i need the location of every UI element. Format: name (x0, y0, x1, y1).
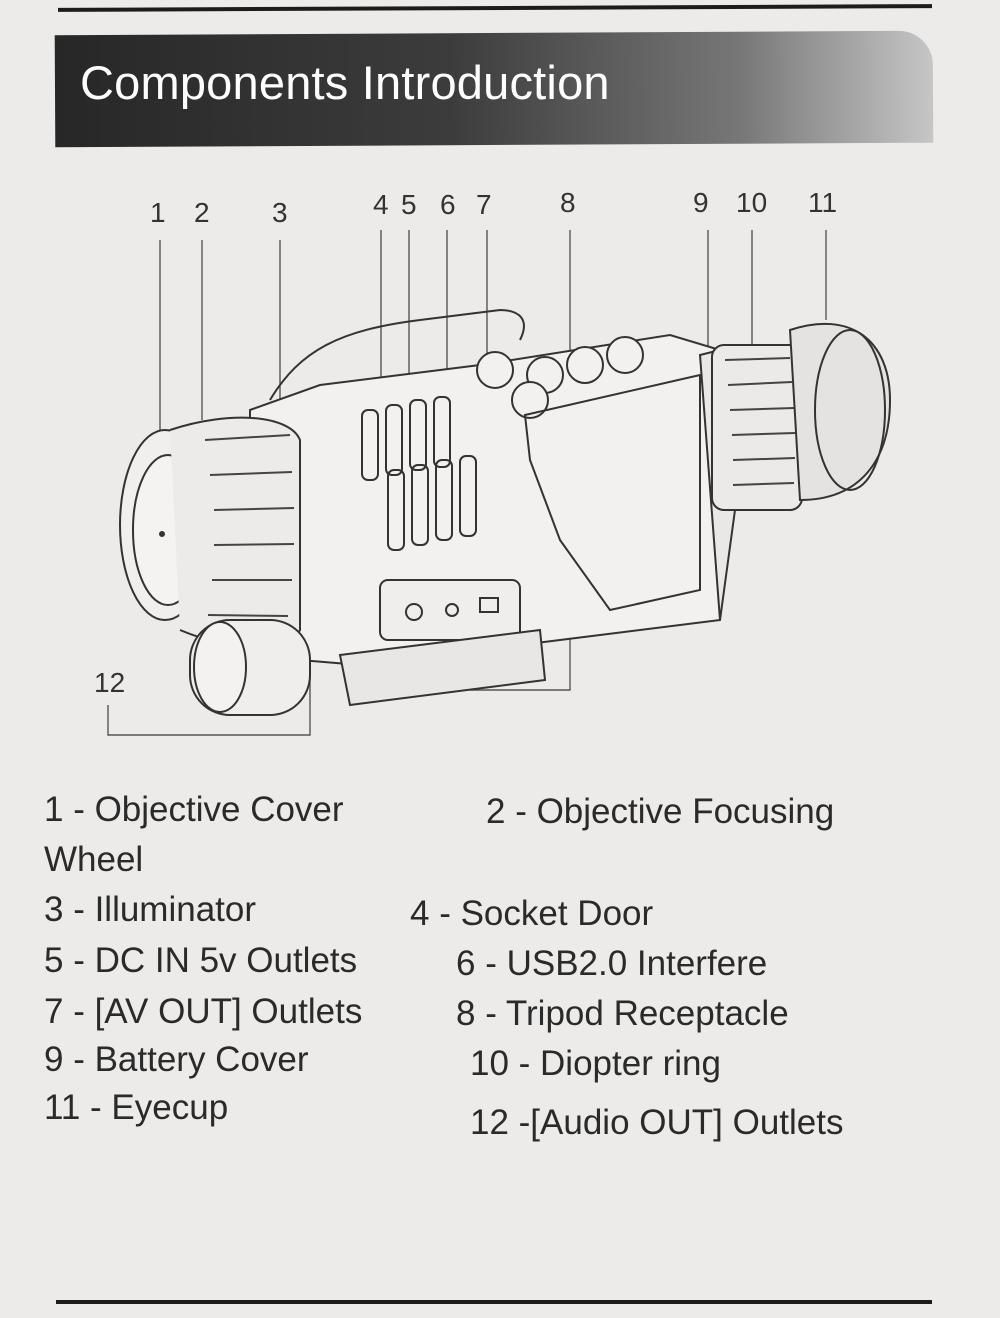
callout-11: 11 (808, 187, 837, 218)
legend-item-4: 4 - Socket Door (410, 894, 654, 933)
callout-6: 6 (440, 189, 456, 220)
legend-item-2: 2 - Objective Focusing (486, 792, 835, 831)
legend-item-9: 9 - Battery Cover (44, 1040, 309, 1079)
top-rule (57, 4, 933, 12)
legend-item-8: 8 - Tripod Receptacle (456, 994, 789, 1033)
monocular-diagram: 1 2 3 4 5 6 7 8 9 10 11 12 (94, 187, 892, 736)
legend-item-10: 10 - Diopter ring (470, 1044, 721, 1083)
callout-8: 8 (560, 187, 576, 218)
page-title: Components Introduction (80, 56, 610, 109)
callout-9: 9 (693, 187, 709, 218)
callout-7: 7 (476, 189, 492, 220)
callout-5: 5 (401, 189, 417, 220)
callout-12: 12 (94, 667, 125, 698)
callout-3: 3 (272, 197, 288, 228)
callout-10: 10 (736, 187, 767, 218)
legend-item-11: 11 - Eyecup (44, 1088, 229, 1127)
callout-4: 4 (373, 189, 389, 220)
legend-item-3: 3 - Illuminator (44, 890, 257, 929)
legend-item-5: 5 - DC IN 5v Outlets (44, 941, 358, 980)
bottom-rule (56, 1300, 932, 1304)
legend-item-12: 12 -[Audio OUT] Outlets (470, 1103, 844, 1142)
callout-numbers: 1 2 3 4 5 6 7 8 9 10 11 12 (94, 187, 837, 698)
legend-item-6: 6 - USB2.0 Interfere (456, 944, 768, 983)
legend-item-7: 7 - [AV OUT] Outlets (44, 992, 363, 1031)
monocular-body (119, 308, 892, 716)
legend-item-2-cont: Wheel (44, 840, 144, 879)
legend-item-1: 1 - Objective Cover (44, 790, 344, 829)
callout-1: 1 (150, 197, 166, 228)
callout-2: 2 (194, 197, 210, 228)
